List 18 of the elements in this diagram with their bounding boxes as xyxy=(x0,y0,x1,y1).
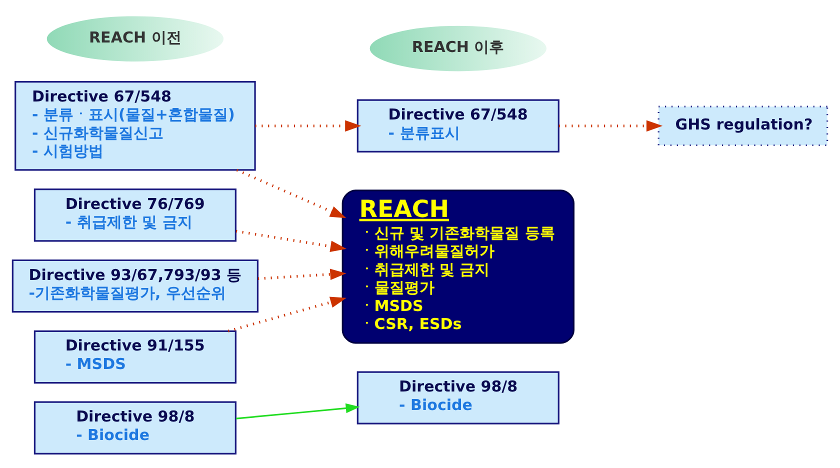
arrow xyxy=(236,168,346,218)
arrow xyxy=(558,120,663,132)
arrow xyxy=(255,120,362,132)
node-box: Directive 98/8 - Biocide xyxy=(34,400,236,454)
node-box: GHS regulation? xyxy=(658,105,828,146)
arrow xyxy=(258,268,346,280)
node-box: Directive 76/769 - 취급제한 및 금지 xyxy=(34,188,236,242)
arrow xyxy=(236,402,360,419)
node-box: Directive 67/548 - 분류ㆍ표시(물질+혼합물질) - 신규화학물질신고 - 시험방법 xyxy=(14,80,256,170)
arrow xyxy=(228,296,346,332)
arrow xyxy=(236,229,347,252)
node-ellipse: REACH 이전 xyxy=(45,14,226,63)
node-box: Directive 98/8 - Biocide xyxy=(356,370,560,424)
node-box: Directive 91/155 - MSDS xyxy=(34,330,236,384)
node-ellipse: REACH 이후 xyxy=(368,24,548,72)
node-box: Directive 67/548 - 분류표시 xyxy=(356,98,560,152)
node-box: Directive 93/67,793/93 등 -기존화학물질평가, 우선순위 xyxy=(12,258,259,312)
node-box: REACH ㆍ신규 및 기존화학물질 등록 ㆍ위해우려물질허가 ㆍ취급제한 및 금지 ㆍ물질평가 ㆍMSDS ㆍCSR, ESDs xyxy=(342,189,574,344)
